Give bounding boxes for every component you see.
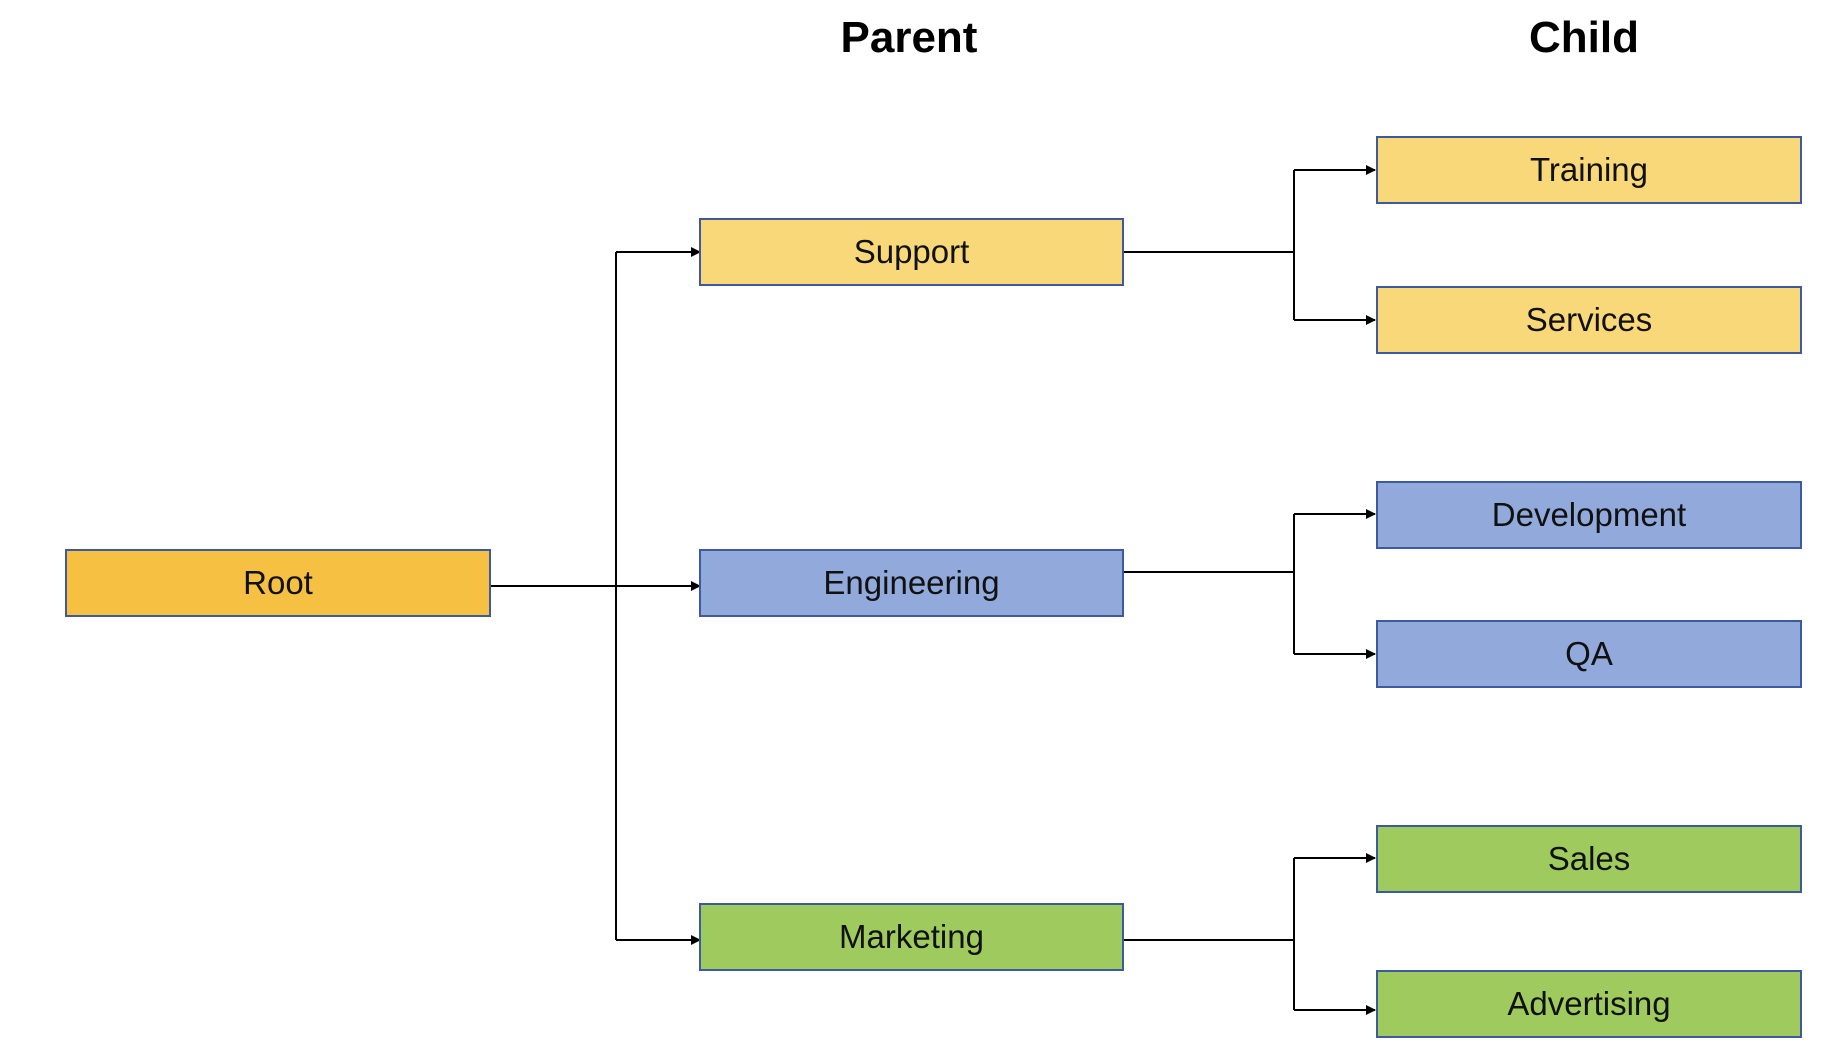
node-label: Sales <box>1547 840 1631 877</box>
node-label: Root <box>243 564 313 601</box>
node-label: Advertising <box>1507 985 1671 1022</box>
node-root[interactable]: Root <box>65 549 491 617</box>
node-label: Engineering <box>823 564 1000 601</box>
node-support[interactable]: Support <box>699 218 1124 286</box>
node-marketing[interactable]: Marketing <box>699 903 1124 971</box>
node-services[interactable]: Services <box>1376 286 1802 354</box>
node-qa[interactable]: QA <box>1376 620 1802 688</box>
node-sales[interactable]: Sales <box>1376 825 1802 893</box>
node-label: Development <box>1491 496 1687 533</box>
column-header-child: Child <box>1529 13 1639 62</box>
node-advertising[interactable]: Advertising <box>1376 970 1802 1038</box>
node-label: Marketing <box>839 918 984 955</box>
node-training[interactable]: Training <box>1376 136 1802 204</box>
node-label: QA <box>1565 635 1613 672</box>
node-label: Training <box>1530 151 1648 188</box>
connector-root-trunk <box>491 252 617 940</box>
node-engineering[interactable]: Engineering <box>699 549 1124 617</box>
connector-marketing-trunk <box>1124 858 1295 1010</box>
connector-support-trunk <box>1124 170 1295 320</box>
node-development[interactable]: Development <box>1376 481 1802 549</box>
connector-engineering-trunk <box>1124 514 1295 654</box>
node-label: Support <box>853 233 970 270</box>
column-header-parent: Parent <box>840 13 978 62</box>
node-label: Services <box>1525 301 1653 338</box>
